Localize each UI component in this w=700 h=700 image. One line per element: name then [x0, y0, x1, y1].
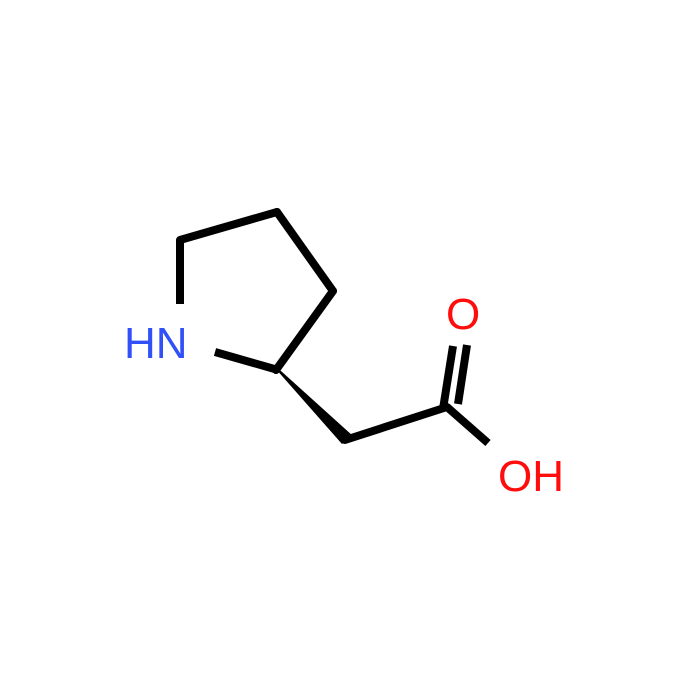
bond-c7-o9 — [444, 403, 491, 447]
bond-c3-c4 — [273, 208, 337, 295]
bond-c2-c3 — [272, 287, 337, 374]
bond-c4-c5 — [176, 208, 281, 244]
bond-c6-c7 — [341, 403, 451, 444]
bond-c7-o8-b — [454, 344, 471, 405]
atom-label-carbonyl-oxygen: O — [446, 290, 480, 339]
bond-c7-o8-a — [439, 345, 457, 410]
atom-label-nitrogen: HN — [124, 319, 188, 368]
bond-c2-c6-wedge — [275, 368, 353, 444]
bond-n1-c2 — [213, 348, 280, 374]
atom-label-hydroxyl: OH — [498, 452, 564, 501]
